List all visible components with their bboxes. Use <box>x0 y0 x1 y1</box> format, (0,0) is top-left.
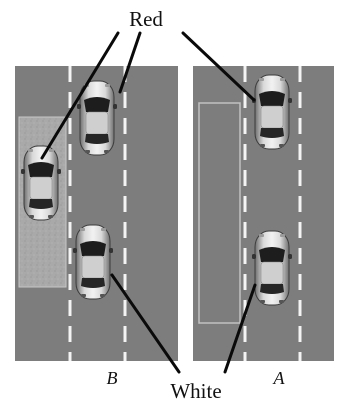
road-panel-a <box>193 66 334 361</box>
label-white: White <box>170 379 221 403</box>
car-a-top <box>252 75 292 149</box>
label-panel-b: B <box>107 368 118 388</box>
road-panel-b <box>15 66 178 361</box>
car-a-bottom <box>252 231 292 305</box>
label-red: Red <box>129 7 163 31</box>
car-b-bottom <box>73 225 113 299</box>
label-panel-a: A <box>273 368 286 388</box>
